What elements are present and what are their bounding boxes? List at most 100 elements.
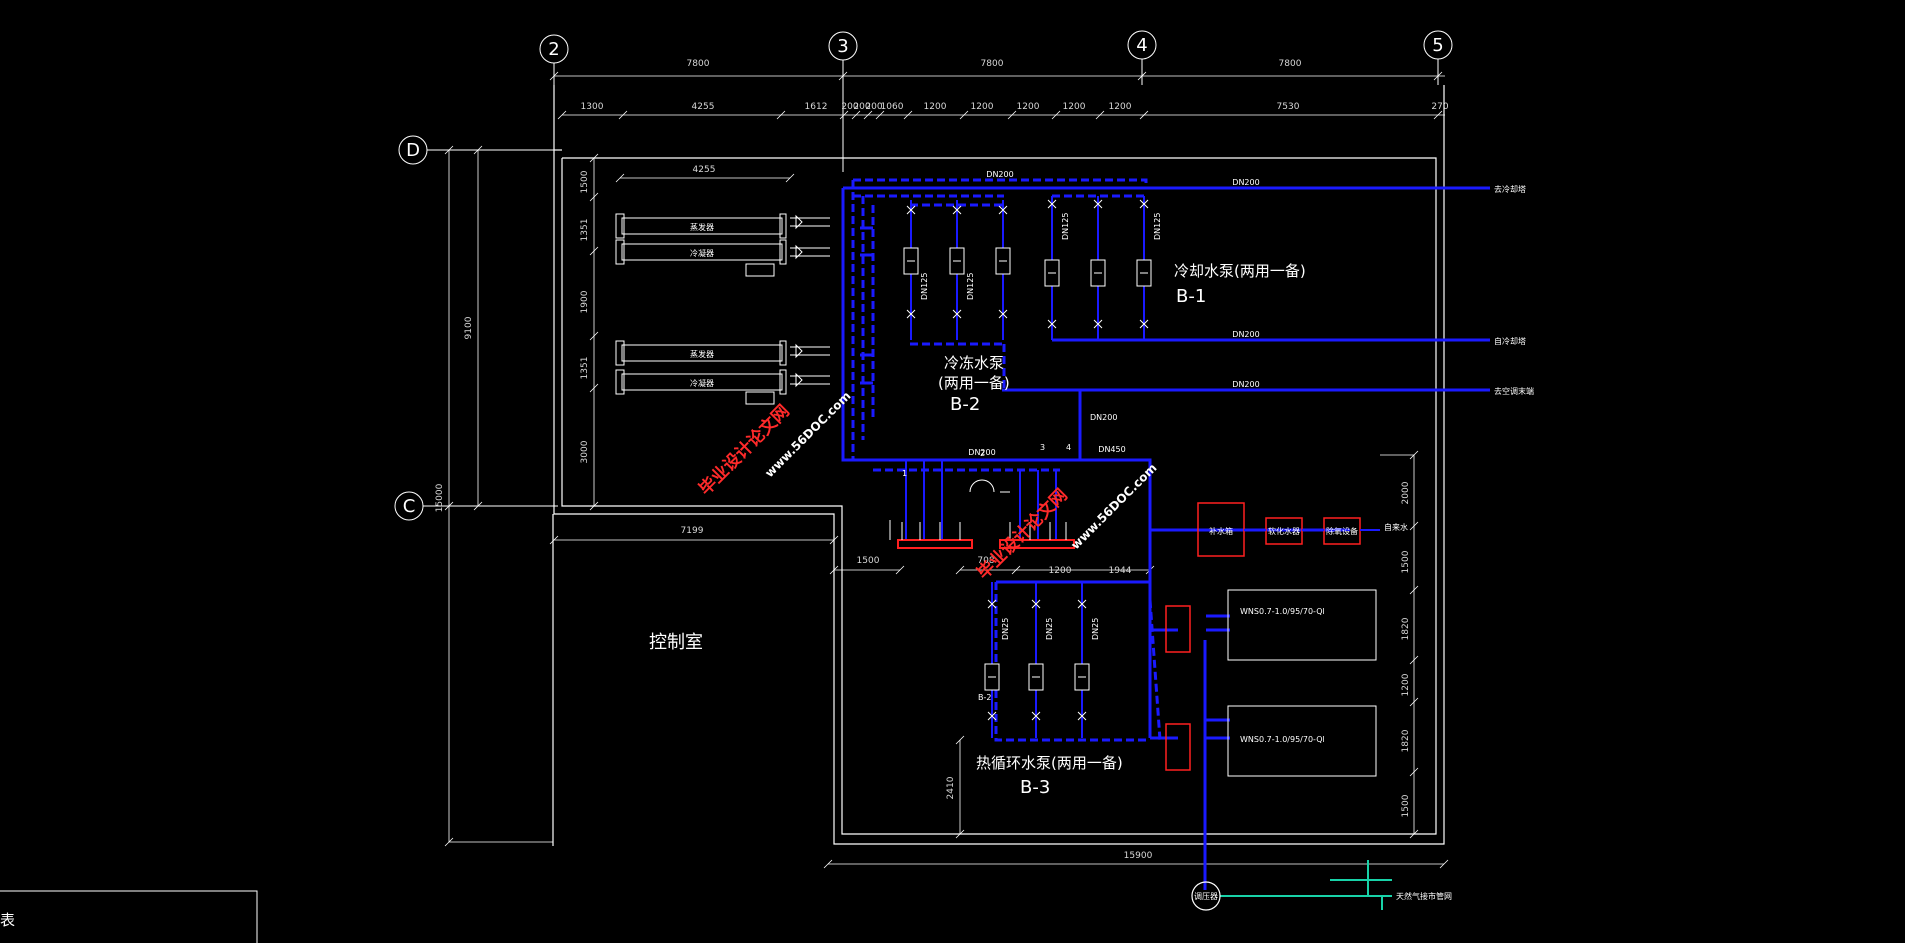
watermark-cn-left: 毕业设计论文网	[695, 401, 794, 500]
pipe-dn125-a: DN125	[920, 273, 929, 300]
building-walls	[552, 85, 1445, 846]
dim-sub-5: 200	[853, 102, 870, 112]
dim-sub-12: 1200	[1109, 102, 1132, 112]
left-dimension-lines	[444, 145, 795, 847]
dim-sub-10: 1200	[1017, 102, 1040, 112]
bottom-dimension-texts: 7199 1500 708 1200 1944 15900 2410	[681, 526, 1153, 861]
control-room-label: 控制室	[649, 632, 703, 653]
gas-regulator	[1191, 881, 1221, 911]
pipe-dn200-h: DN200	[968, 448, 995, 457]
pipe-size-labels: DN200 DN200 DN200 DN200 DN200 DN200 DN45…	[920, 170, 1260, 640]
makeup-end-label: 自来水	[1384, 522, 1408, 532]
pipe-dn125-d: DN125	[1153, 213, 1162, 240]
dim-chiller-width: 4255	[693, 165, 716, 175]
pretreat-label: 除氧设备	[1326, 526, 1358, 536]
dim-sub-2: 4255	[692, 102, 715, 112]
pipe-dn200-v: DN200	[1090, 413, 1117, 422]
dim-right-6: 1500	[1401, 794, 1411, 817]
pipe-end-top: 去冷却塔	[1494, 184, 1526, 194]
pipe-dn25-b: DN25	[1045, 618, 1054, 640]
chilled-pump-id: B-2	[950, 394, 980, 415]
dim-left-sub-3: 1900	[580, 290, 590, 313]
dim-right-2: 1500	[1401, 550, 1411, 573]
dim-left-sub-4: 1351	[580, 357, 590, 380]
dim-right-5: 1820	[1401, 729, 1411, 752]
dim-sub-11: 1200	[1063, 102, 1086, 112]
dashed-pipes	[851, 178, 1162, 742]
pump-symbols	[903, 247, 1152, 691]
dim-left-height: 2410	[946, 776, 956, 799]
pipe-end-low: 去空调末端	[1494, 386, 1534, 396]
top-dimension-texts: 7800 7800 7800 1300 4255 1612 200 200 20…	[581, 59, 1449, 112]
dim-sub-8: 1200	[924, 102, 947, 112]
right-dimension-lines	[1380, 450, 1419, 839]
node-2: 2	[980, 449, 985, 458]
pipe-dn200-top-right: DN200	[1232, 178, 1259, 187]
equipment-labels: 冷却水泵(两用一备) B-1 冷冻水泵 (两用一备) B-2 热循环水泵(两用一…	[0, 262, 1452, 929]
dim-right-1: 2000	[1401, 481, 1411, 504]
dim-total-height: 15000	[435, 483, 445, 512]
pipe-dn125-c: DN125	[1061, 213, 1070, 240]
dim-left-sub-5: 3000	[580, 440, 590, 463]
pipe-dn125-b: DN125	[966, 273, 975, 300]
dim-upper-height: 9100	[464, 316, 474, 339]
pipe-dn450: DN450	[1098, 445, 1125, 454]
chilled-pump-label: 冷冻水泵	[944, 354, 1004, 372]
valve-marks	[906, 199, 1149, 721]
axis-col-3: 3	[837, 36, 848, 57]
dim-sub-1: 1300	[581, 102, 604, 112]
axis-labels: 2 3 4 5 D C	[403, 35, 1444, 517]
dim-sub-3: 1612	[805, 102, 828, 112]
dim-span-2: 7800	[981, 59, 1004, 69]
pipe-end-labels: 去冷却塔 自冷却塔 去空调末端	[1494, 184, 1534, 396]
cooling-pump-label: 冷却水泵(两用一备)	[1174, 262, 1306, 280]
chiller-upper-evaporator: 蒸发器	[690, 222, 714, 232]
node-1: 1	[902, 469, 907, 478]
dim-left-sub-2: 1351	[580, 219, 590, 242]
node-4: 4	[1066, 443, 1071, 452]
axis-col-5: 5	[1432, 35, 1443, 56]
node-3: 3	[1040, 443, 1045, 452]
watermark-url-right: www.56DOC.com	[1068, 461, 1159, 552]
dim-sub-4: 200	[841, 102, 858, 112]
grid-axes	[394, 30, 1453, 521]
chiller-labels: 蒸发器 冷凝器 蒸发器 冷凝器	[690, 222, 714, 388]
boiler-1-label: WNS0.7-1.0/95/70-Ql	[1240, 607, 1325, 616]
gas-line	[1220, 860, 1392, 910]
gas-station-label: 调压器	[1194, 892, 1218, 901]
dim-offset: 1500	[857, 556, 880, 566]
legend-corner-label: 表	[0, 911, 15, 929]
dim-room-width: 7199	[681, 526, 704, 536]
dim-sub-13: 7530	[1277, 102, 1300, 112]
chiller-units	[615, 213, 830, 405]
watermark-url-left: www.56DOC.com	[762, 389, 853, 480]
right-dimension-texts: 2000 1500 1820 1200 1820 1500	[1401, 481, 1411, 817]
dim-total-width: 15900	[1124, 851, 1153, 861]
dim-right-3: 1820	[1401, 617, 1411, 640]
pump-branches	[905, 196, 1145, 738]
pipe-dn200-low: DN200	[1232, 380, 1259, 389]
dim-sub-7: 1060	[881, 102, 904, 112]
pipe-end-mid: 自冷却塔	[1494, 336, 1526, 346]
pipe-dn25-a: DN25	[1001, 618, 1010, 640]
node-numbers: 1 2 3 4	[902, 443, 1071, 478]
chiller-upper-condenser: 冷凝器	[690, 248, 714, 258]
legend-corner	[0, 890, 258, 943]
left-dimension-texts: 15000 9100 4255 1500 1351 1900 1351 3000	[435, 165, 715, 512]
manifolds	[897, 539, 1075, 549]
cooling-pump-id: B-1	[1176, 286, 1206, 307]
axis-col-2: 2	[548, 39, 559, 60]
axis-row-d: D	[406, 140, 420, 161]
dim-left-sub-1: 1500	[580, 170, 590, 193]
pipe-dn25-c: DN25	[1091, 618, 1100, 640]
equipment-boxes	[1165, 502, 1380, 777]
boiler-2-label: WNS0.7-1.0/95/70-Ql	[1240, 735, 1325, 744]
dim-sub-9: 1200	[971, 102, 994, 112]
small-pump-label: B-2	[978, 693, 991, 702]
chiller-lower-condenser: 冷凝器	[690, 378, 714, 388]
dim-span-1: 7800	[687, 59, 710, 69]
chilled-pump-sub: (两用一备)	[938, 374, 1010, 392]
axis-col-4: 4	[1136, 35, 1147, 56]
gas-end-label: 天然气接市管网	[1396, 891, 1452, 901]
